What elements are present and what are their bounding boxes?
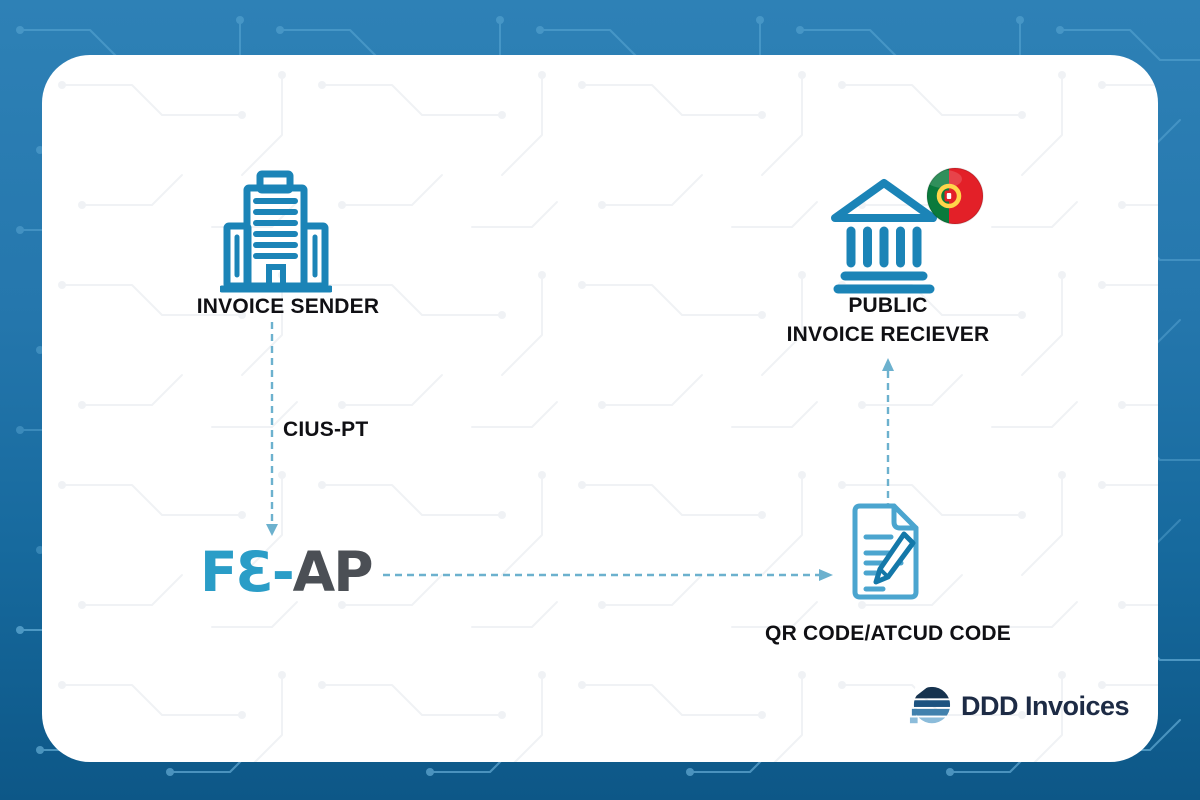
cius-pt-label: CIUS-PT	[283, 418, 369, 441]
document-to-receiver-arrow	[882, 358, 894, 504]
document-pencil-icon	[852, 503, 919, 600]
feap-to-document-arrow	[383, 569, 833, 581]
receiver-label-line1: PUBLIC	[848, 294, 928, 317]
feap-logo: FƐ-AP	[200, 540, 374, 604]
feap-logo-primary: FƐ-	[200, 540, 295, 604]
invoice-sender-label: INVOICE SENDER	[196, 295, 380, 318]
office-building-icon	[220, 170, 332, 293]
circuit-pattern-card	[42, 55, 1158, 762]
government-building-icon	[831, 179, 937, 294]
invoice-receiver-label: PUBLIC INVOICE RECIEVER	[738, 291, 1038, 349]
feap-logo-secondary: AP	[292, 540, 374, 604]
diagram-card: INVOICE SENDER CIUS-PT FƐ-AP	[42, 55, 1158, 762]
portugal-flag-icon	[926, 167, 984, 225]
cius-flow-arrow	[266, 322, 278, 536]
receiver-label-line2: INVOICE RECIEVER	[786, 323, 990, 346]
ddd-invoices-text: DDD Invoices	[961, 690, 1130, 721]
qr-atcud-label: QR CODE/ATCUD CODE	[765, 622, 1011, 645]
ddd-logo-icon	[909, 685, 951, 724]
ddd-invoices-logo: DDD Invoices	[909, 683, 1130, 729]
